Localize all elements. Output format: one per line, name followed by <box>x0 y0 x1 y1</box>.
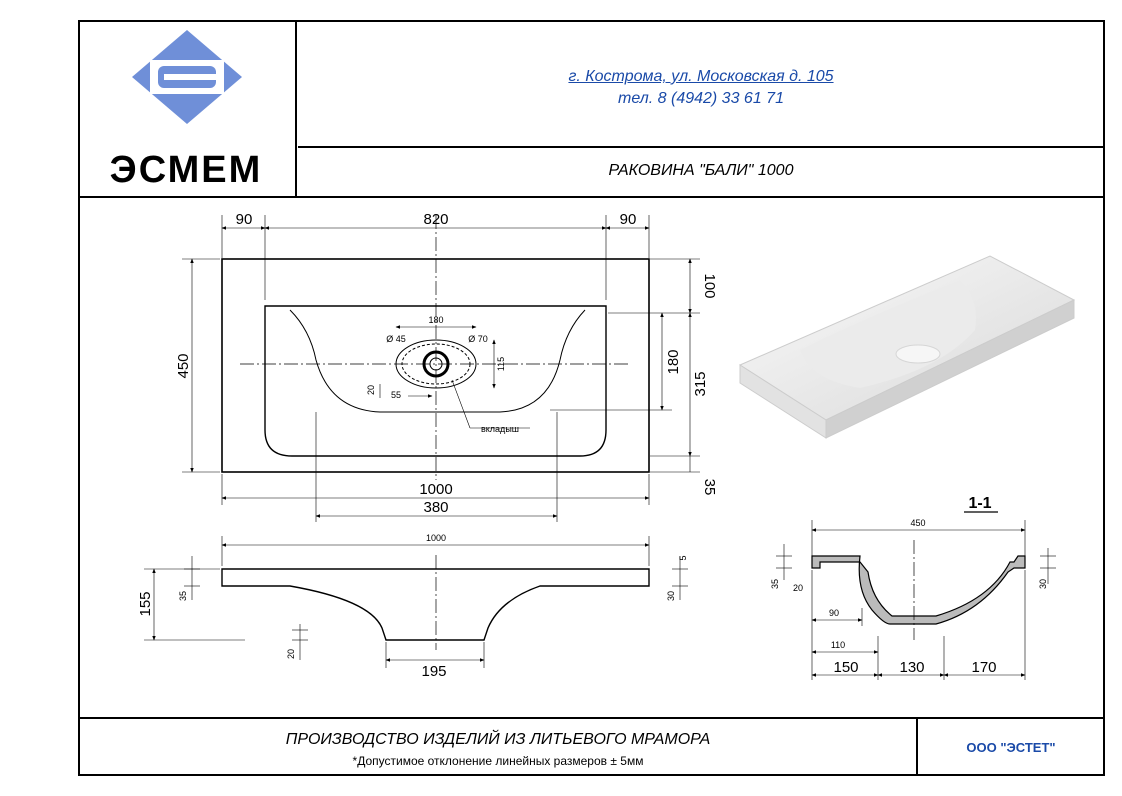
section-dim-150: 150 <box>833 659 858 676</box>
insert-label: вкладыш <box>481 424 519 434</box>
company-logo: ЭСМЕМ <box>110 30 263 191</box>
phone-text: тел. 8 (4942) 33 61 71 <box>618 90 784 107</box>
side-dim-35: 35 <box>178 591 188 601</box>
section-label: 1-1 <box>968 495 991 512</box>
sink-render <box>738 255 1076 439</box>
side-dim-155: 155 <box>137 591 154 616</box>
dim-d45: Ø 45 <box>386 334 406 344</box>
side-dim-20: 20 <box>286 649 296 659</box>
section-profile <box>811 555 1026 625</box>
product-title: РАКОВИНА "БАЛИ" 1000 <box>608 162 794 179</box>
side-dim-5: 5 <box>678 555 688 560</box>
side-dim-1000: 1000 <box>426 533 446 543</box>
drain-ellipse <box>395 339 477 389</box>
dim-inner-180: 180 <box>665 349 682 374</box>
side-dim-30: 30 <box>666 591 676 601</box>
dim-hole-180: 180 <box>428 315 443 325</box>
drain-insert <box>401 343 471 385</box>
sink-drain <box>895 344 941 364</box>
dim-right-100: 100 <box>701 273 718 298</box>
dim-bowl-380: 380 <box>423 499 448 516</box>
section-dim-35: 35 <box>770 579 780 589</box>
drawing-frame <box>78 20 1105 776</box>
address-block: г. Кострома, ул. Московская д. 105 тел. … <box>298 22 1104 148</box>
plan-outline <box>221 258 650 473</box>
plan-bowl-curve <box>289 309 586 413</box>
company-name: ООО "ЭСТЕТ" <box>966 740 1056 755</box>
section-dim-90: 90 <box>829 608 839 618</box>
tolerance-note: *Допустимое отклонение линейных размеров… <box>352 754 644 768</box>
section-dim-450: 450 <box>910 518 925 528</box>
dim-hole-55: 55 <box>391 390 401 400</box>
side-dim-195: 195 <box>421 663 446 680</box>
section-dim-170: 170 <box>971 659 996 676</box>
section-dim-30: 30 <box>1038 579 1048 589</box>
production-text: ПРОИЗВОДСТВО ИЗДЕЛИЙ ИЗ ЛИТЬЕВОГО МРАМОР… <box>285 731 711 748</box>
logo-block: ЭСМЕМ <box>80 22 297 196</box>
dim-total-1000: 1000 <box>419 481 452 498</box>
dim-hole-115: 115 <box>496 357 506 371</box>
sink-front-right <box>825 299 1075 439</box>
address-text[interactable]: г. Кострома, ул. Московская д. 105 <box>568 68 834 85</box>
dim-d70: Ø 70 <box>468 334 488 344</box>
logo-wordmark: ЭСМЕМ <box>110 149 263 191</box>
drain-hole-inner <box>429 357 443 371</box>
footer-main: ПРОИЗВОДСТВО ИЗДЕЛИЙ ИЗ ЛИТЬЕВОГО МРАМОР… <box>80 719 918 776</box>
dim-top-middle: 820 <box>423 211 448 228</box>
logo-emblem-slot <box>164 74 216 80</box>
header-divider <box>80 196 1104 198</box>
footer-block: ПРОИЗВОДСТВО ИЗДЕЛИЙ ИЗ ЛИТЬЕВОГО МРАМОР… <box>80 717 1104 776</box>
dim-right-35: 35 <box>701 479 718 496</box>
section-dim-130: 130 <box>899 659 924 676</box>
dim-top-left: 90 <box>236 211 253 228</box>
section-dim-20: 20 <box>793 583 803 593</box>
dim-right-315: 315 <box>692 371 709 396</box>
drain-hole <box>422 350 450 378</box>
side-view-outline <box>221 568 650 641</box>
dim-height-450: 450 <box>175 353 192 378</box>
plan-bowl-outline <box>264 305 607 457</box>
dim-hole-20: 20 <box>366 385 376 395</box>
section-dim-110: 110 <box>831 640 845 650</box>
dim-top-right: 90 <box>620 211 637 228</box>
